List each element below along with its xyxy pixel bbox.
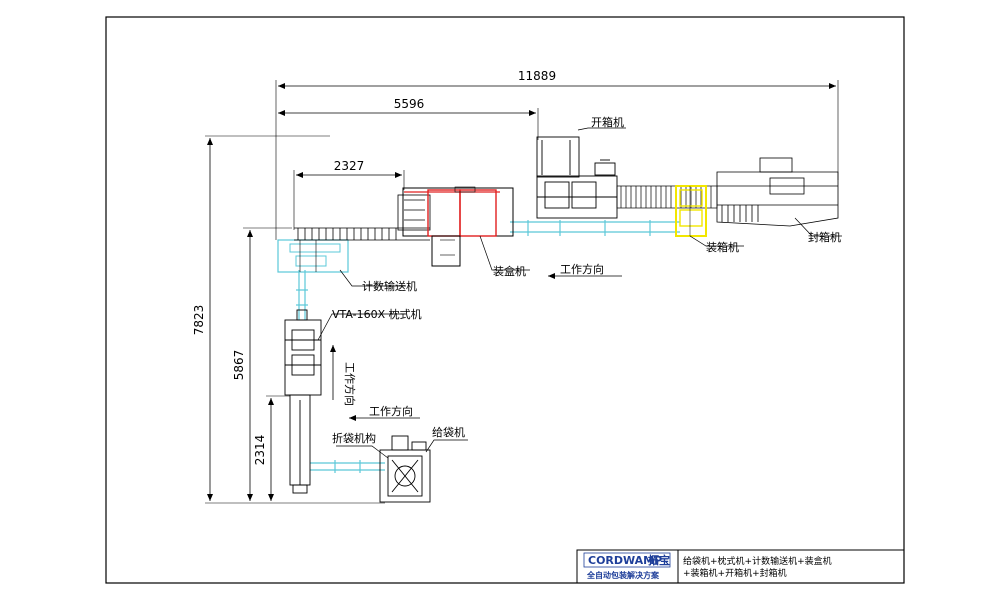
label-pillow-packer: VTA-160X 枕式机 xyxy=(332,307,422,321)
label-cartoner: 装盒机 xyxy=(493,264,526,278)
company-logo: CORDWAMP 拓宝 全自动包装解决方案 xyxy=(583,552,671,580)
label-case-packer: 装箱机 xyxy=(706,240,739,254)
label-bag-feeder: 给袋机 xyxy=(432,425,465,439)
label-counting-conveyor: 计数输送机 xyxy=(362,279,417,293)
drawing-frame xyxy=(105,16,905,584)
leader-lines xyxy=(317,127,842,459)
dim-total-height: 7823 xyxy=(192,305,206,336)
dimension-2327: 2327 xyxy=(293,159,405,230)
dimension-5596: 5596 xyxy=(278,97,539,140)
title-description-line1: 给袋机+枕式机+计数输送机+装盒机 xyxy=(683,555,832,567)
dim-total-length: 11889 xyxy=(518,69,556,83)
case-packer xyxy=(675,185,707,237)
counting-conveyor xyxy=(277,239,349,273)
logo-cn-text: 拓宝 xyxy=(648,553,670,567)
logo-subtitle: 全自动包装解决方案 xyxy=(586,570,660,580)
label-bag-folder: 折袋机构 xyxy=(332,431,376,445)
cartoner xyxy=(402,186,514,267)
logo-text: CORDWAMP xyxy=(588,554,662,567)
label-work-direction-bottom: 工作方向 xyxy=(369,404,413,418)
vertical-conveyor xyxy=(296,270,308,320)
case-sealer xyxy=(716,157,839,227)
dimension-11889: 11889 xyxy=(275,69,839,240)
label-work-direction-top: 工作方向 xyxy=(560,262,604,276)
dim-mid-height: 5867 xyxy=(232,350,246,381)
bag-feeder xyxy=(379,435,431,503)
title-block: CORDWAMP 拓宝 全自动包装解决方案 给袋机+枕式机+计数输送机+装盒机 … xyxy=(576,549,905,584)
label-case-erector: 开箱机 xyxy=(591,115,624,129)
pillow-packer xyxy=(284,309,322,494)
dim-mid-length: 5596 xyxy=(394,97,425,111)
title-description-line2: +装箱机+开箱机+封箱机 xyxy=(683,567,787,579)
dimension-7823: 7823 xyxy=(192,135,385,504)
dimension-2314: 2314 xyxy=(253,395,290,501)
infeed-chain xyxy=(294,194,431,241)
label-case-sealer: 封箱机 xyxy=(808,230,841,244)
dim-low-height: 2314 xyxy=(253,435,267,466)
dim-short-length: 2327 xyxy=(334,159,365,173)
dimension-5867: 5867 xyxy=(232,227,292,501)
label-work-direction-vertical: 工作方向 xyxy=(343,362,357,406)
case-erector xyxy=(536,136,618,219)
main-conveyor-top xyxy=(510,220,680,236)
bottom-conveyor xyxy=(310,460,385,473)
